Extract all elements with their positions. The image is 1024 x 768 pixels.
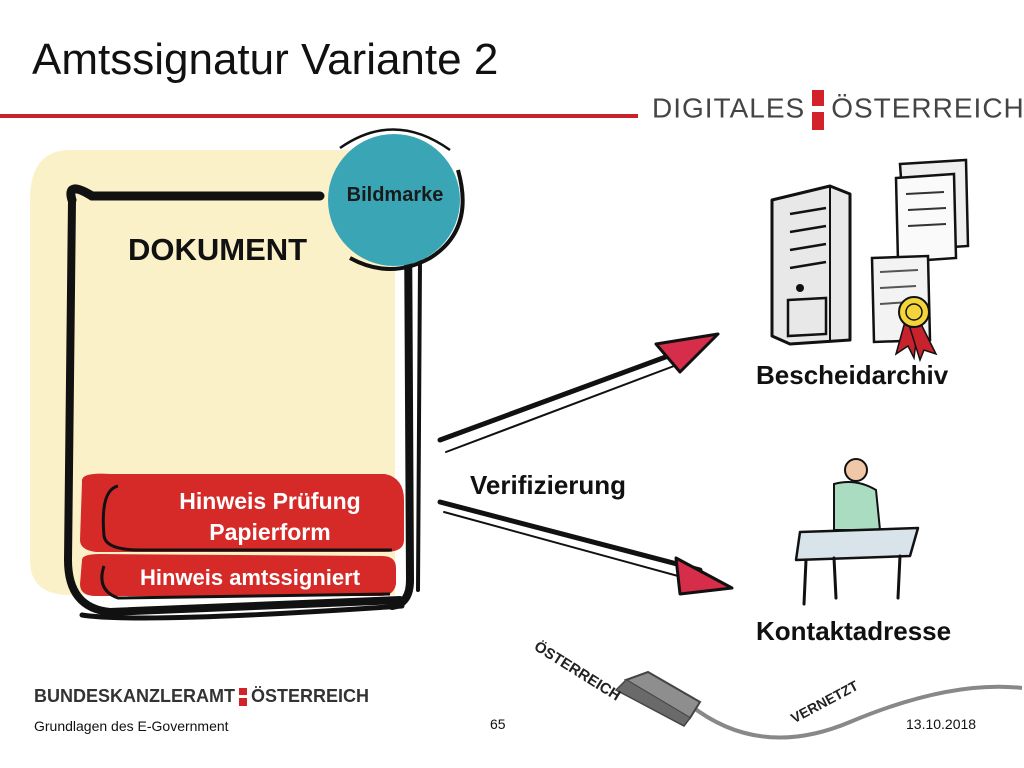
bescheidarchiv-label: Bescheidarchiv xyxy=(756,360,949,390)
bildmarke-seal xyxy=(328,128,465,271)
brand-right: ÖSTERREICH xyxy=(831,92,1024,124)
server-icon xyxy=(770,184,852,346)
footer-logo-separator xyxy=(239,688,247,707)
digitales-oesterreich-logo: DIGITALES ÖSTERREICH xyxy=(652,90,1024,130)
person-at-desk-icon xyxy=(794,458,920,606)
kontaktadresse-label: Kontaktadresse xyxy=(756,616,952,646)
documents-icon xyxy=(870,158,970,344)
usb-cable-icon xyxy=(614,670,1023,740)
slide-title: Amtssignatur Variante 2 xyxy=(32,35,499,84)
footer-logo-left: BUNDESKANZLERAMT xyxy=(34,686,235,706)
verifizierung-label: Verifizierung xyxy=(470,470,627,500)
footer-date: 13.10.2018 xyxy=(906,716,977,732)
hinweis-boxes xyxy=(80,473,404,600)
seal-ribbon-icon xyxy=(894,296,938,363)
bundeskanzleramt-logo: BUNDESKANZLERAMT ÖSTERREICH xyxy=(34,686,369,707)
footer-text: Grundlagen des E-Government xyxy=(34,718,229,734)
document-title: DOKUMENT xyxy=(128,232,308,267)
arrow-to-bescheidarchiv xyxy=(437,332,720,453)
hinweis-pruefung-label: Hinweis Prüfung Papierform xyxy=(179,488,361,545)
title-rule xyxy=(0,114,638,118)
footer-logo-right: ÖSTERREICH xyxy=(251,686,370,706)
arrow-to-kontaktadresse xyxy=(437,499,734,596)
hinweis-signiert-label: Hinweis amtssigniert xyxy=(139,565,361,590)
page-number: 65 xyxy=(490,716,506,732)
brand-left: DIGITALES xyxy=(652,92,806,124)
bildmarke-label: Bildmarke xyxy=(346,184,444,206)
logo-separator xyxy=(811,90,825,130)
